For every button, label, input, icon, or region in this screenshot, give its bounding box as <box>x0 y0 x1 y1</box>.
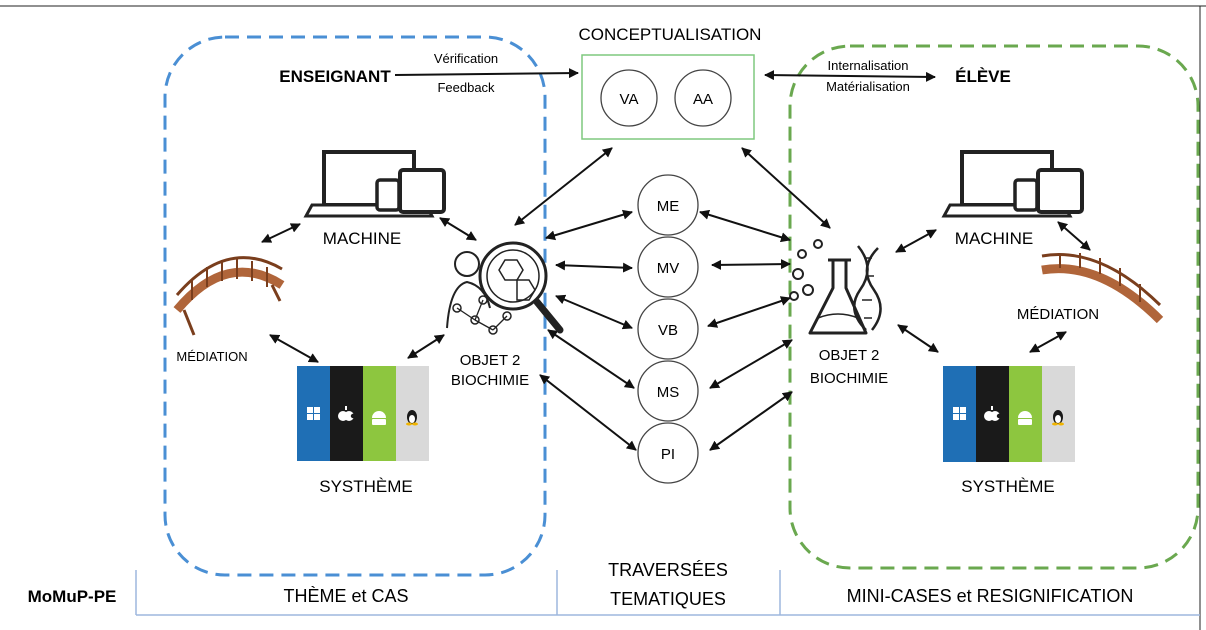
internalisation-label: Internalisation <box>828 58 909 73</box>
node-aa <box>674 69 732 127</box>
arrow-right-mv <box>711 259 791 270</box>
arrow-left-me <box>545 209 633 241</box>
lab-flask-dna-icon <box>789 239 882 335</box>
node-me-label: ME <box>657 198 680 215</box>
arrow-left-pi <box>539 374 637 451</box>
node-pi-label: PI <box>661 446 675 463</box>
arrow-right-vb <box>707 296 791 328</box>
molecule-magnifier-icon <box>446 241 564 335</box>
arrow-teacher-concept <box>394 68 579 79</box>
laptop-devices-icon <box>303 150 446 218</box>
bridge-icon <box>173 256 285 336</box>
arrow-machine-object-left <box>439 217 477 241</box>
enseignant-label: ENSEIGNANT <box>279 67 391 86</box>
arrow-left-mv <box>555 260 633 273</box>
left-systeme-label: SYSTHÈME <box>319 477 413 496</box>
node-vb <box>637 298 699 360</box>
windows-tile <box>297 366 330 461</box>
right-mediation-label: MÉDIATION <box>1017 306 1099 323</box>
node-mv <box>637 236 699 298</box>
footer-col3: MINI-CASES et RESIGNIFICATION <box>847 586 1134 606</box>
arrow-left-vb <box>555 294 633 330</box>
right-objet-line2: BIOCHIMIE <box>810 370 888 387</box>
node-va-label: VA <box>620 91 639 108</box>
arrow-object-system-right <box>897 324 939 353</box>
left-os-tiles <box>297 366 429 461</box>
node-pi <box>637 422 699 484</box>
teacher-frame <box>163 35 547 577</box>
windows-tile <box>943 366 976 462</box>
arrow-right-ms <box>709 339 793 389</box>
windows-icon <box>307 407 320 420</box>
apple-icon <box>338 406 356 421</box>
linux-icon <box>406 410 418 426</box>
model-name: MoMuP-PE <box>28 587 117 606</box>
arrow-object-system-left <box>407 334 445 359</box>
node-ms <box>637 360 699 422</box>
footer-col2-line2: TEMATIQUES <box>610 589 726 609</box>
node-aa-label: AA <box>693 91 713 108</box>
node-va <box>600 69 658 127</box>
conceptualisation-label: CONCEPTUALISATION <box>579 25 762 44</box>
arrow-left-ms <box>547 329 635 389</box>
arrow-right-me <box>699 209 791 243</box>
arrow-machine-bridge-right <box>1057 221 1091 251</box>
android-icon <box>372 411 386 425</box>
right-systeme-label: SYSTHÈME <box>961 477 1055 496</box>
center-node-column: ME MV VB MS PI <box>637 174 699 484</box>
node-mv-label: MV <box>657 260 680 277</box>
verification-label: Vérification <box>434 51 498 66</box>
android-icon <box>1018 411 1032 425</box>
windows-icon <box>953 407 966 420</box>
footer-col2-line1: TRAVERSÉES <box>608 560 728 580</box>
apple-icon <box>984 406 1002 421</box>
node-me <box>637 174 699 236</box>
left-objet-line1: OBJET 2 <box>460 352 521 369</box>
materialisation-label: Matérialisation <box>826 79 910 94</box>
feedback-label: Feedback <box>437 80 495 95</box>
left-machine-label: MACHINE <box>323 229 401 248</box>
arrow-mediation-system-right <box>1029 331 1067 353</box>
arrow-concept-left-object <box>514 147 613 226</box>
linux-icon <box>1052 410 1064 426</box>
arrow-concept-right-object <box>741 147 831 229</box>
arrow-concept-student <box>764 70 936 82</box>
laptop-devices-icon <box>941 150 1084 218</box>
left-mediation-label: MÉDIATION <box>176 349 247 364</box>
eleve-label: ÉLÈVE <box>955 67 1011 86</box>
node-vb-label: VB <box>658 322 678 339</box>
arrow-object-machine-right <box>895 229 937 253</box>
right-machine-label: MACHINE <box>955 229 1033 248</box>
node-ms-label: MS <box>657 384 680 401</box>
bridge-icon <box>1041 253 1164 324</box>
arrow-right-pi <box>709 391 793 451</box>
arrow-mediation-system-left <box>269 334 319 363</box>
right-os-tiles <box>943 366 1075 462</box>
footer-col1: THÈME et CAS <box>283 586 408 606</box>
left-objet-line2: BIOCHIMIE <box>451 372 529 389</box>
arrow-bridge-machine <box>261 223 301 243</box>
right-objet-line1: OBJET 2 <box>819 347 880 364</box>
